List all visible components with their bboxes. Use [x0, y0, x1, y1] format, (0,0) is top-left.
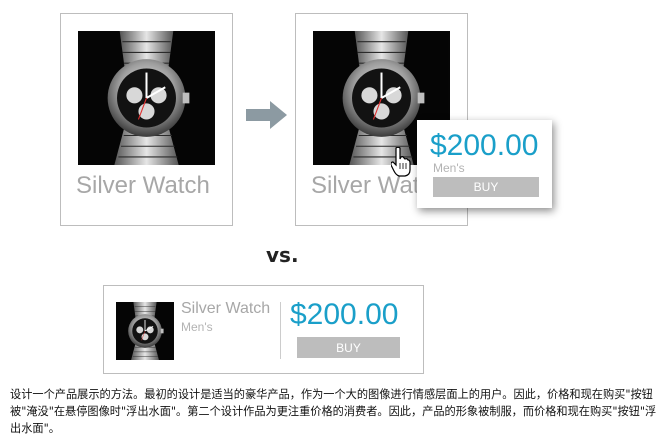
product-title: Silver Watch: [181, 300, 271, 317]
buy-button[interactable]: BUY: [297, 337, 400, 358]
description-text: 设计一个产品展示的方法。最初的设计是适当的豪华产品，作为一个大的图像进行情感层面…: [10, 388, 657, 435]
arrow-right-icon: [246, 101, 287, 129]
product-title: Silver Watch: [76, 172, 210, 199]
watch-thumbnail[interactable]: [116, 302, 174, 360]
price-label: $200.00: [430, 129, 539, 162]
buy-button[interactable]: BUY: [433, 177, 539, 197]
comparison-label: vs.: [266, 243, 299, 267]
price-popup: $200.00 Men's BUY: [417, 120, 552, 208]
watch-image[interactable]: [78, 31, 215, 165]
category-label: Men's: [433, 161, 465, 175]
product-card-before[interactable]: Silver Watch: [60, 13, 233, 226]
category-label: Men's: [181, 320, 213, 334]
hand-pointer-icon: [391, 147, 411, 177]
product-card-compact[interactable]: Silver Watch Men's $200.00 BUY: [103, 285, 424, 374]
price-label: $200.00: [290, 298, 399, 331]
divider: [280, 302, 281, 359]
